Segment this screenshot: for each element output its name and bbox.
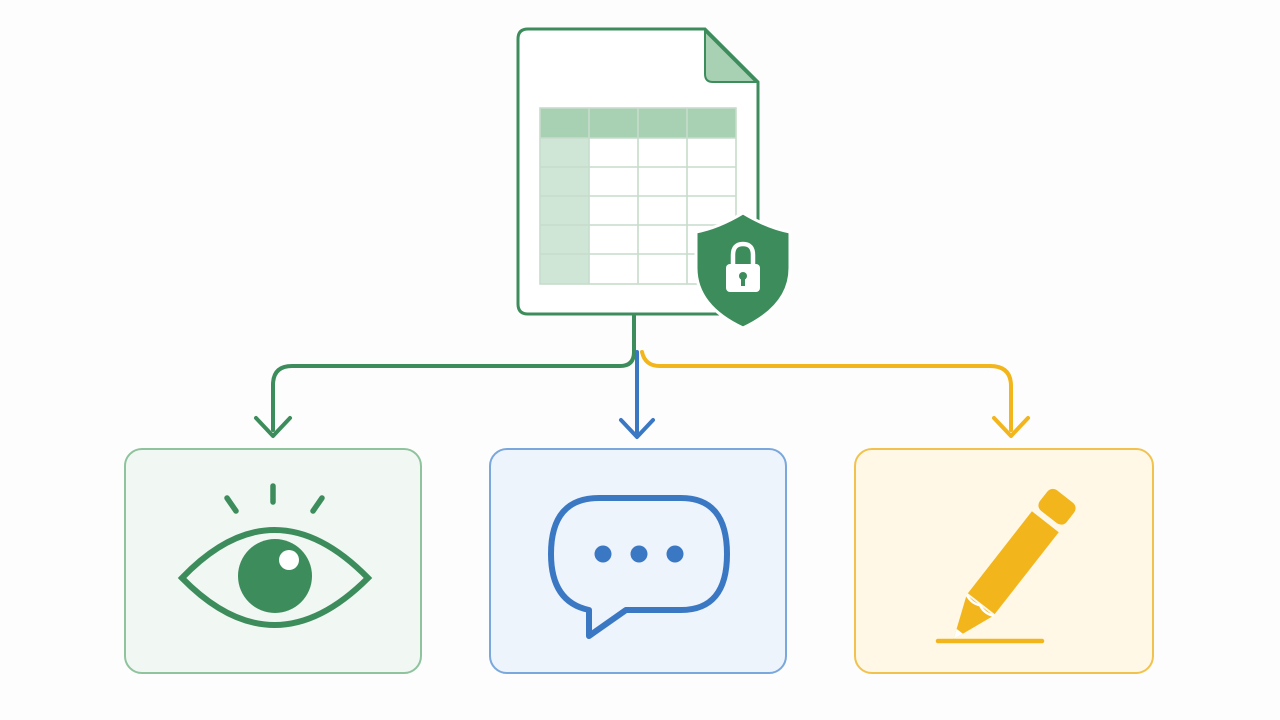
pencil-icon bbox=[935, 488, 1076, 644]
eye-highlight bbox=[279, 550, 299, 570]
eye-ray-left bbox=[224, 495, 239, 514]
eye-iris bbox=[238, 539, 312, 613]
sheet-first-column bbox=[540, 138, 589, 284]
connectors bbox=[254, 314, 1030, 439]
permission-card-edit[interactable] bbox=[854, 448, 1154, 674]
arrowhead-edit bbox=[992, 416, 1030, 438]
connector-edit bbox=[640, 350, 1013, 432]
eye-ray-right bbox=[310, 495, 325, 514]
arrowhead-comment bbox=[619, 418, 655, 439]
speech-bubble-outline bbox=[548, 495, 730, 639]
pencil-tip bbox=[953, 594, 994, 640]
connector-view bbox=[271, 314, 636, 432]
typing-dot-1 bbox=[594, 545, 612, 563]
permission-card-comment[interactable] bbox=[489, 448, 787, 674]
typing-dot-2 bbox=[630, 545, 648, 563]
pencil-body bbox=[967, 511, 1059, 615]
document-folded-corner bbox=[704, 28, 759, 83]
eye-outline bbox=[177, 527, 373, 628]
eye-icon bbox=[177, 483, 373, 628]
typing-dot-3 bbox=[666, 545, 684, 563]
lock-shackle bbox=[730, 241, 756, 266]
arrowhead-view bbox=[254, 416, 292, 438]
shield-lock-icon bbox=[694, 211, 792, 330]
speech-bubble-icon bbox=[548, 495, 730, 639]
permission-card-view[interactable] bbox=[124, 448, 422, 674]
pencil-eraser bbox=[1038, 488, 1076, 525]
pencil-wood-edge bbox=[965, 594, 994, 617]
pencil-lead bbox=[953, 628, 963, 640]
